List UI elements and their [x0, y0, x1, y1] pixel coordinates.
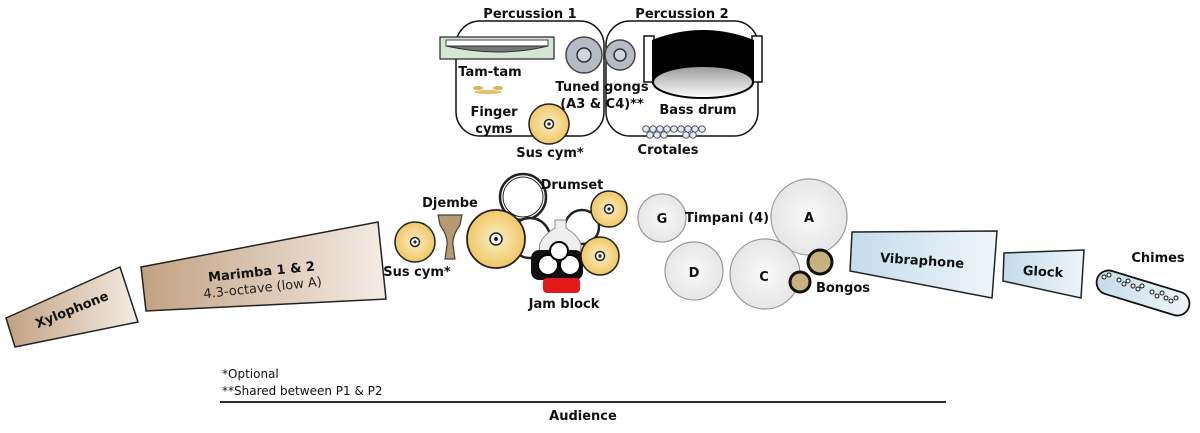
vibraphone: Vibraphone	[849, 230, 998, 299]
bass-drum: Bass drum	[643, 30, 763, 118]
djembe-label: Djembe	[422, 196, 478, 211]
percussion-2-label: Percussion 2	[635, 7, 728, 22]
timpani-note-a: A	[804, 211, 814, 226]
chime-tube	[1173, 295, 1179, 301]
timpani-note-g: G	[657, 212, 668, 227]
tuned-gongs-label-2: (A3 & C4)**	[560, 97, 644, 112]
timpani: G A D C Timpani (4)	[637, 178, 848, 310]
crotale	[653, 131, 661, 139]
glock-label: Glock	[1022, 264, 1063, 281]
glockenspiel: Glock	[1002, 249, 1085, 299]
djembe: Djembe	[422, 196, 478, 260]
crotale	[689, 131, 697, 139]
tamtam-label: Tam-tam	[458, 65, 521, 80]
suspended-cymbal: Sus cym*	[383, 221, 451, 280]
note-shared: **Shared between P1 & P2	[222, 384, 383, 398]
bongos: Bongos	[788, 248, 870, 296]
chime-tube	[1135, 286, 1141, 292]
crotale	[642, 125, 650, 133]
note-optional: *Optional	[222, 367, 279, 381]
chime-tube	[1163, 295, 1169, 301]
tuned-gongs: Tuned gongs (A3 & C4)**	[555, 36, 649, 112]
crotale	[677, 125, 685, 133]
suspended-cymbal-p1: Sus cym*	[516, 103, 584, 161]
finger-cyms-label-1: Finger	[470, 105, 518, 120]
crotale	[646, 131, 654, 139]
tuned-gongs-label-1: Tuned gongs	[555, 80, 648, 95]
bass-drum-label: Bass drum	[659, 103, 736, 118]
bongos-label: Bongos	[816, 281, 870, 296]
crotales-label: Crotales	[638, 143, 699, 158]
chime-tube	[1139, 283, 1145, 289]
finger-cyms-label-2: cyms	[475, 122, 513, 137]
chime-tube	[1116, 277, 1122, 283]
crotale	[660, 131, 668, 139]
crotales	[642, 125, 706, 139]
chime-tube	[1101, 274, 1107, 280]
chime-tube	[1159, 290, 1165, 296]
percussion-1-label: Percussion 1	[483, 7, 576, 22]
finger-cymbals: Finger cyms	[470, 86, 518, 137]
crotale	[682, 131, 690, 139]
drumset: Drumset	[466, 172, 628, 280]
chime-tube	[1168, 298, 1174, 304]
sus-cym-p1-label: Sus cym*	[516, 146, 584, 161]
vibraphone-label: Vibraphone	[879, 251, 964, 272]
chime-tube	[1106, 272, 1112, 278]
timpani-note-d: D	[689, 266, 700, 281]
chime-tube	[1125, 278, 1131, 284]
xylophone: Xylophone	[5, 265, 139, 348]
crotale	[670, 125, 678, 133]
timpani-label: Timpani (4)	[685, 211, 769, 226]
chime-tube	[1121, 281, 1127, 287]
jam-block: Jam block	[528, 278, 600, 312]
chime-tube	[1130, 283, 1136, 289]
chimes: Chimes	[1095, 251, 1191, 317]
chimes-label: Chimes	[1131, 251, 1185, 266]
tamtam: Tam-tam	[439, 36, 555, 80]
jam-block-label: Jam block	[528, 297, 600, 312]
chime-tube	[1149, 289, 1155, 295]
audience-label: Audience	[549, 409, 617, 424]
drumset-label: Drumset	[541, 178, 604, 193]
marimba: Marimba 1 & 2 4.3-octave (low A)	[140, 221, 387, 312]
crotale	[698, 125, 706, 133]
chime-tube	[1154, 293, 1160, 299]
timpani-note-c: C	[759, 270, 769, 285]
sus-cym-label: Sus cym*	[383, 265, 451, 280]
